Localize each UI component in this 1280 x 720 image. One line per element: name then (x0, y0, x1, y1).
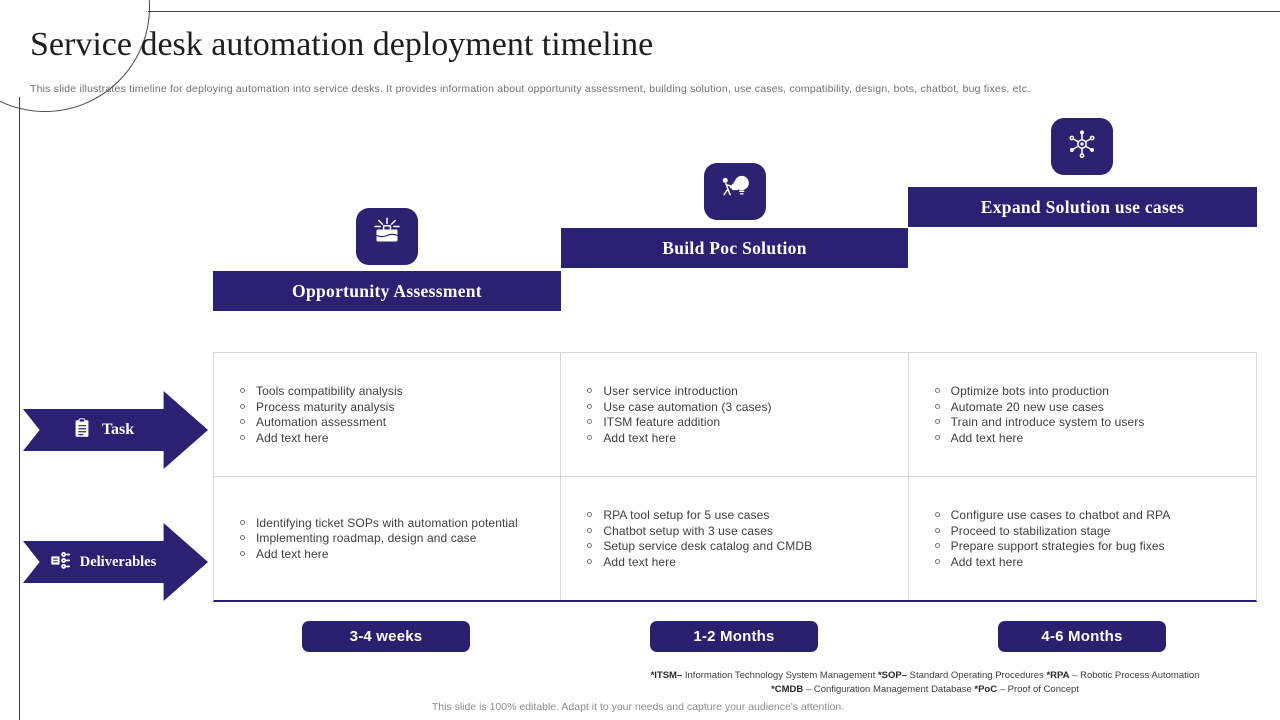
slide-subtitle: This slide illustrates timeline for depl… (30, 83, 1031, 95)
briefcase-spark-icon (369, 216, 405, 257)
phase3-duration-badge: 4-6 Months (998, 621, 1166, 652)
phase-details-table: Tools compatibility analysis Process mat… (213, 352, 1257, 602)
bullet-icon (934, 434, 940, 440)
list-item: Automate 20 new use cases (934, 400, 1246, 414)
list-item: Setup service desk catalog and CMDB (587, 539, 897, 553)
task-row-arrow: Task (23, 391, 208, 469)
list-item: Add text here (934, 431, 1246, 445)
bullet-icon (934, 388, 940, 393)
list-item: Add text here (587, 555, 897, 569)
list-item: Add text here (240, 547, 550, 561)
bullet-icon (934, 558, 940, 564)
bullet-icon (587, 434, 593, 440)
deliverables-row-arrow: Deliverables (23, 523, 208, 601)
bullet-icon (240, 403, 245, 409)
bullet-icon (240, 419, 245, 424)
bullet-icon (934, 403, 940, 409)
bullet-icon (587, 512, 593, 517)
phase1-deliverables-cell: Identifying ticket SOPs with automation … (214, 476, 562, 600)
phase3-deliverable-list: Configure use cases to chatbot and RPA P… (934, 507, 1246, 571)
page-title: Service desk automation deployment timel… (30, 26, 654, 63)
footnote-line-1: *ITSM– Information Technology System Man… (650, 670, 1200, 681)
phase3-tasks-cell: Optimize bots into production Automate 2… (908, 353, 1256, 477)
list-item: Automation assessment (240, 415, 550, 429)
list-item: Chatbot setup with 3 use cases (587, 524, 897, 538)
phase2-deliverables-cell: RPA tool setup for 5 use cases Chatbot s… (561, 476, 909, 600)
phase3-tile (1051, 118, 1113, 175)
task-row-label: Task (101, 421, 135, 438)
clipboard-icon (71, 417, 93, 444)
phase2-duration: 1-2 Months (693, 628, 775, 645)
phase1-duration: 3-4 weeks (349, 628, 423, 645)
bullet-icon (240, 434, 245, 440)
bullet-icon (934, 419, 940, 424)
phase2-task-list: User service introduction Use case autom… (587, 383, 897, 447)
bullet-icon (587, 388, 593, 393)
list-item: Add text here (934, 555, 1246, 569)
bullet-icon (934, 527, 940, 533)
list-item: ITSM feature addition (587, 415, 897, 429)
decorative-left-line (19, 97, 20, 720)
editable-note: This slide is 100% editable. Adapt it to… (431, 701, 845, 713)
bullet-icon (240, 550, 245, 556)
phase1-tile (356, 208, 418, 265)
list-item: Add text here (587, 431, 897, 445)
bullet-icon (587, 419, 593, 424)
phase1-deliverable-list: Identifying ticket SOPs with automation … (240, 514, 550, 562)
list-item: Identifying ticket SOPs with automation … (240, 516, 550, 530)
phase2-tasks-cell: User service introduction Use case autom… (561, 353, 909, 477)
bullet-icon (934, 543, 940, 548)
phase2-banner: Build Poc Solution (561, 228, 908, 268)
list-item: Use case automation (3 cases) (587, 400, 897, 414)
phase1-banner: Opportunity Assessment (213, 271, 561, 311)
list-item: Optimize bots into production (934, 384, 1246, 398)
decorative-top-line (148, 11, 1280, 12)
phase3-deliverables-cell: Configure use cases to chatbot and RPA P… (909, 477, 1256, 601)
list-item: Tools compatibility analysis (240, 384, 550, 398)
bullet-icon (934, 512, 940, 517)
list-item: Train and introduce system to users (934, 415, 1246, 429)
list-item: Implementing roadmap, design and case (240, 531, 550, 545)
list-item: User service introduction (587, 384, 897, 398)
bullet-icon (587, 558, 593, 564)
bullet-icon (240, 388, 245, 393)
phase2-duration-badge: 1-2 Months (650, 621, 818, 652)
list-item: Proceed to stabilization stage (934, 524, 1246, 538)
phase2-deliverable-list: RPA tool setup for 5 use cases Chatbot s… (587, 507, 897, 571)
acronym-footnotes: *ITSM– Information Technology System Man… (590, 669, 1260, 696)
deliverables-row-label: Deliverables (79, 553, 157, 570)
person-puzzle-bulb-icon (717, 171, 753, 212)
list-item: RPA tool setup for 5 use cases (587, 508, 897, 522)
list-item: Add text here (240, 431, 550, 445)
list-item: Configure use cases to chatbot and RPA (934, 508, 1246, 522)
checklist-icon (49, 549, 71, 576)
phase2-tile (704, 163, 766, 220)
bullet-icon (587, 527, 593, 533)
footnote-line-2: *CMDB – Configuration Management Databas… (771, 683, 1079, 695)
list-item: Process maturity analysis (240, 400, 550, 414)
phase3-duration: 4-6 Months (1041, 628, 1123, 645)
phase3-task-list: Optimize bots into production Automate 2… (934, 383, 1246, 447)
bullet-icon (240, 535, 245, 541)
bullet-icon (587, 543, 593, 548)
phase3-banner: Expand Solution use cases (908, 187, 1257, 227)
phase1-tasks-cell: Tools compatibility analysis Process mat… (214, 353, 562, 477)
bullet-icon (240, 519, 245, 525)
bullet-icon (587, 403, 593, 409)
phase2-title: Build Poc Solution (662, 237, 807, 258)
list-item: Prepare support strategies for bug fixes (934, 539, 1246, 553)
phase1-title: Opportunity Assessment (292, 280, 482, 301)
phase3-title: Expand Solution use cases (980, 196, 1185, 217)
network-hub-icon (1064, 126, 1100, 167)
phase1-duration-badge: 3-4 weeks (302, 621, 470, 652)
phase1-task-list: Tools compatibility analysis Process mat… (240, 383, 550, 447)
